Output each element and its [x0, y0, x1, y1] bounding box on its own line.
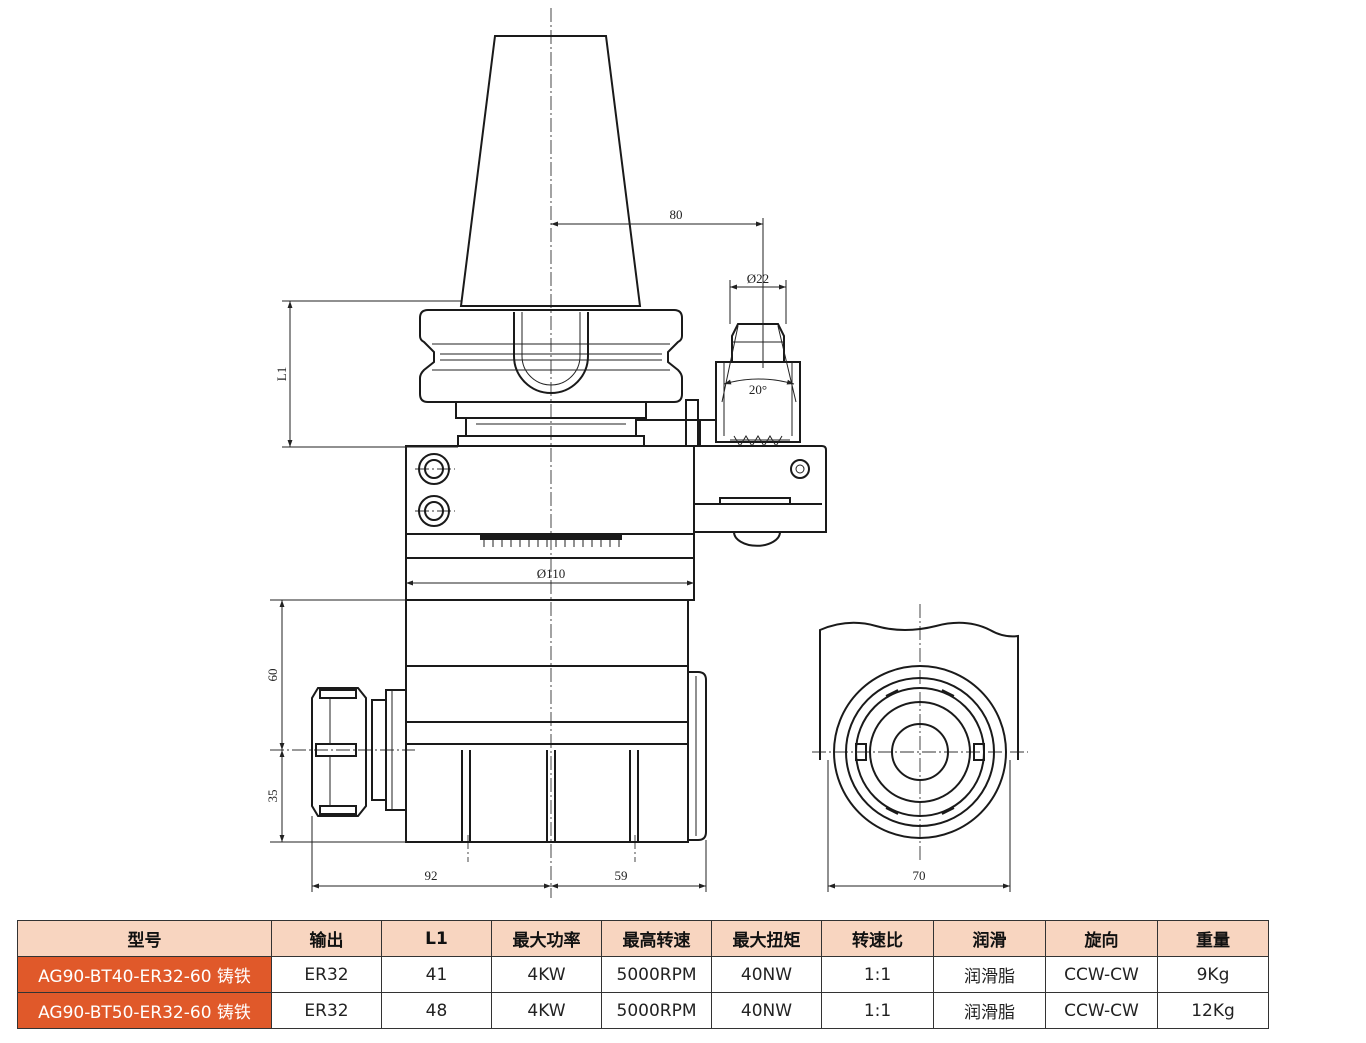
technical-drawing: 80 Ø22 20° L1 Ø110 60 35 92 59: [265, 8, 1028, 898]
table-row: AG90-BT50-ER32-60 铸铁 ER32 48 4KW 5000RPM…: [17, 992, 1269, 1029]
header-model: 型号: [17, 920, 272, 957]
svg-text:Ø110: Ø110: [537, 566, 565, 581]
svg-text:Ø22: Ø22: [747, 271, 769, 286]
cell-max-speed: 5000RPM: [601, 992, 712, 1029]
svg-text:59: 59: [615, 868, 628, 883]
dimension-angle-20: 20°: [721, 325, 797, 403]
dimension-60-35: 60 35: [265, 599, 406, 843]
cell-speed-ratio: 1:1: [821, 992, 934, 1029]
cell-model: AG90-BT50-ER32-60 铸铁: [17, 992, 272, 1029]
header-output: 输出: [271, 920, 382, 957]
header-weight: 重量: [1157, 920, 1269, 957]
table-row: AG90-BT40-ER32-60 铸铁 ER32 41 4KW 5000RPM…: [17, 956, 1269, 993]
dimension-70: 70: [827, 760, 1011, 892]
dimension-l1: L1: [274, 300, 461, 448]
cell-model: AG90-BT40-ER32-60 铸铁: [17, 956, 272, 993]
cell-l1: 41: [381, 956, 492, 993]
cell-l1: 48: [381, 992, 492, 1029]
table-header-row: 型号 输出 L1 最大功率 最高转速 最大扭矩 转速比 润滑 旋向 重量: [17, 920, 1269, 957]
cell-output: ER32: [271, 956, 382, 993]
cell-lubrication: 润滑脂: [933, 956, 1046, 993]
cell-weight: 12Kg: [1157, 992, 1269, 1029]
svg-text:35: 35: [265, 790, 280, 803]
lower-housing: [405, 599, 707, 843]
header-rotation: 旋向: [1045, 920, 1158, 957]
svg-text:20°: 20°: [749, 382, 767, 397]
stop-block: [636, 323, 801, 447]
header-max-speed: 最高转速: [601, 920, 712, 957]
cell-max-power: 4KW: [491, 956, 602, 993]
tool-holder-flange: [419, 309, 683, 403]
cell-speed-ratio: 1:1: [821, 956, 934, 993]
cell-rotation: CCW-CW: [1045, 992, 1158, 1029]
dimension-dia-22: Ø22: [729, 271, 787, 324]
head-body: [405, 445, 827, 601]
taper-shank: [459, 35, 642, 307]
dimension-80: 80: [551, 207, 764, 368]
er-collet-nut: [311, 687, 407, 817]
cell-max-power: 4KW: [491, 992, 602, 1029]
cell-max-speed: 5000RPM: [601, 956, 712, 993]
cell-max-torque: 40NW: [711, 956, 822, 993]
svg-text:70: 70: [913, 868, 926, 883]
svg-text:92: 92: [425, 868, 438, 883]
header-lubrication: 润滑: [933, 920, 1046, 957]
header-speed-ratio: 转速比: [821, 920, 934, 957]
cell-max-torque: 40NW: [711, 992, 822, 1029]
dimension-dia-110: Ø110: [406, 566, 694, 586]
svg-text:L1: L1: [274, 367, 289, 381]
cell-output: ER32: [271, 992, 382, 1029]
cell-weight: 9Kg: [1157, 956, 1269, 993]
header-l1: L1: [381, 920, 492, 957]
svg-text:80: 80: [670, 207, 683, 222]
header-max-power: 最大功率: [491, 920, 602, 957]
header-max-torque: 最大扭矩: [711, 920, 822, 957]
side-view: [812, 604, 1028, 860]
svg-text:60: 60: [265, 669, 280, 682]
cell-rotation: CCW-CW: [1045, 956, 1158, 993]
dimension-92-59: 92 59: [311, 816, 707, 892]
cell-lubrication: 润滑脂: [933, 992, 1046, 1029]
spec-table: 型号 输出 L1 最大功率 最高转速 最大扭矩 转速比 润滑 旋向 重量 AG9…: [17, 920, 1269, 1029]
